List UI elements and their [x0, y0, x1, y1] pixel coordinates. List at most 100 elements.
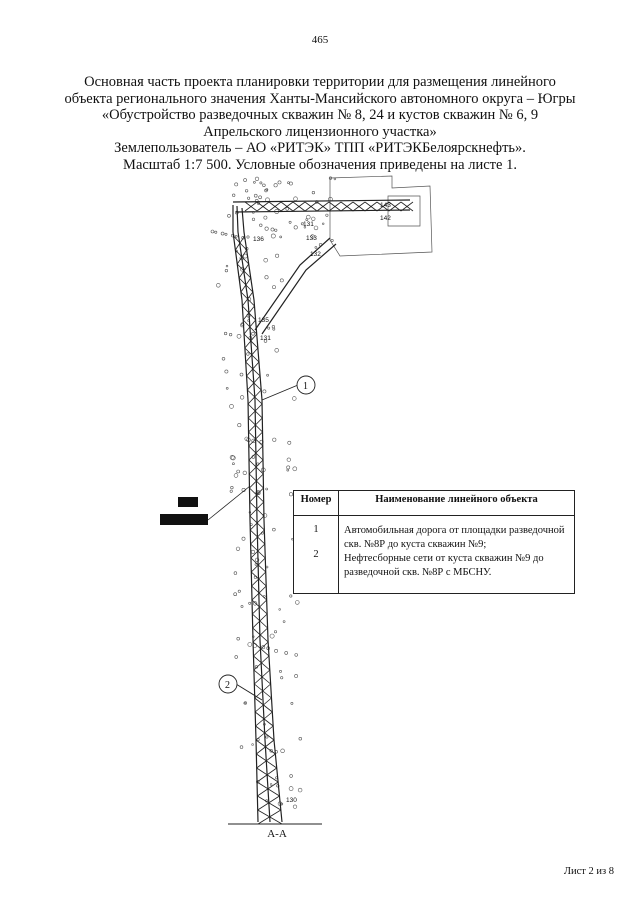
- map-dot: [255, 557, 260, 563]
- map-dot: [235, 235, 238, 238]
- map-dot: [297, 787, 303, 793]
- map-dot: [224, 232, 228, 236]
- hatch-stroke: [376, 201, 390, 212]
- callout-1-label: 1: [303, 381, 308, 392]
- hatch-stroke: [243, 319, 256, 335]
- map-dot: [242, 470, 247, 476]
- route-top-a: [232, 199, 411, 203]
- point-label-131: 131: [260, 335, 271, 342]
- map-dot: [263, 258, 268, 263]
- map-dot: [232, 462, 235, 466]
- map-dot: [259, 223, 263, 227]
- map-dot: [246, 235, 250, 239]
- map-dot: [295, 600, 300, 605]
- map-dot: [322, 222, 325, 226]
- map-dot: [233, 592, 237, 597]
- hatch-stroke: [255, 711, 273, 727]
- map-dot: [305, 218, 309, 221]
- map-dot: [272, 527, 276, 532]
- hatch-stroke: [236, 249, 247, 265]
- legend-row-1-number: 1: [313, 524, 319, 535]
- page-number: 465: [311, 34, 329, 46]
- map-dot: [274, 228, 278, 232]
- map-dot: [253, 181, 256, 184]
- leader-redacted-label: [207, 485, 251, 521]
- map-dot: [269, 783, 273, 786]
- map-dot: [289, 774, 293, 778]
- map-dot: [292, 466, 298, 472]
- hatch-stroke: [252, 627, 268, 643]
- hatch-stroke: [248, 431, 263, 447]
- map-dot: [293, 225, 298, 230]
- map-dot: [286, 465, 291, 470]
- callout-2: 2: [218, 674, 263, 701]
- hatch-stroke: [242, 291, 254, 307]
- hatch-stroke: [256, 767, 277, 783]
- branch-line-b: [261, 243, 337, 335]
- map-dot: [314, 246, 318, 249]
- title-line-6: Масштаб 1:7 500. Условные обозначения пр…: [123, 156, 517, 173]
- hatch-stroke: [257, 795, 280, 811]
- hatch-stroke: [249, 515, 265, 531]
- legend-header-name: Наименование линейного объекта: [338, 490, 575, 516]
- hatch-stroke: [251, 571, 267, 587]
- map-dot: [292, 804, 298, 809]
- map-dot: [272, 437, 277, 442]
- map-dot: [229, 333, 233, 337]
- map-dot: [261, 645, 266, 650]
- map-dot: [306, 214, 311, 220]
- hatch-stroke: [251, 585, 267, 601]
- map-dot: [262, 389, 267, 394]
- map-dot: [262, 183, 266, 188]
- hatch-stroke: [250, 543, 266, 559]
- map-dot: [210, 229, 215, 234]
- route-edge-left: [232, 205, 259, 823]
- hatch-stroke: [254, 697, 272, 713]
- title-line-3: «Обустройство разведочных скважин № 8, 2…: [101, 107, 539, 123]
- callout-1-circle: [296, 375, 316, 395]
- branch-line-a: [254, 237, 331, 331]
- map-dot: [237, 423, 242, 428]
- legend-row-2-number: 2: [313, 549, 319, 560]
- map-dot: [236, 333, 242, 339]
- building-inner: [387, 195, 421, 227]
- map-dot: [267, 326, 271, 330]
- map-dot: [311, 191, 316, 195]
- hatch-stroke: [316, 201, 330, 212]
- map-dot: [247, 196, 251, 200]
- map-dot: [230, 486, 234, 490]
- hatch-stroke: [256, 739, 275, 755]
- callout-1: 1: [261, 375, 316, 401]
- point-label-142: 142: [380, 215, 391, 222]
- map-dot: [287, 181, 290, 184]
- hatch-stroke: [400, 201, 414, 212]
- map-dot: [224, 269, 228, 273]
- legend-row-2-name: Нефтесборные сети от куста скважин №9 до…: [344, 553, 544, 578]
- map-dot: [286, 468, 290, 472]
- map-dot: [236, 469, 240, 474]
- map-dot: [265, 565, 269, 569]
- map-dot: [240, 266, 245, 272]
- map-dot: [247, 642, 253, 647]
- title-line-4: Апрельского лицензионного участка»: [203, 123, 437, 140]
- map-dot: [229, 454, 235, 460]
- map-dot: [279, 670, 282, 673]
- map-dot: [251, 331, 255, 336]
- hatch-stroke: [252, 599, 267, 615]
- hatch-stroke: [245, 347, 259, 363]
- title-line-5: Землепользователь – АО «РИТЭК» ТПП «РИТЭ…: [114, 140, 526, 156]
- map-dot: [274, 649, 279, 653]
- map-dot: [325, 213, 329, 217]
- hatch-stroke: [254, 683, 271, 699]
- building-shape: [329, 175, 433, 257]
- title-line-1: Основная часть проекта планировки террит…: [84, 74, 556, 90]
- callout-2-label: 2: [225, 680, 230, 691]
- map-dot: [330, 239, 334, 243]
- legend-header-row: Номер Наименование линейного объекта: [293, 490, 575, 516]
- map-dot: [239, 372, 244, 377]
- hatch-stroke: [249, 473, 264, 489]
- map-dot: [251, 549, 256, 554]
- map-dot: [279, 235, 283, 239]
- map-dot: [265, 735, 269, 739]
- hatch-stroke: [257, 809, 282, 825]
